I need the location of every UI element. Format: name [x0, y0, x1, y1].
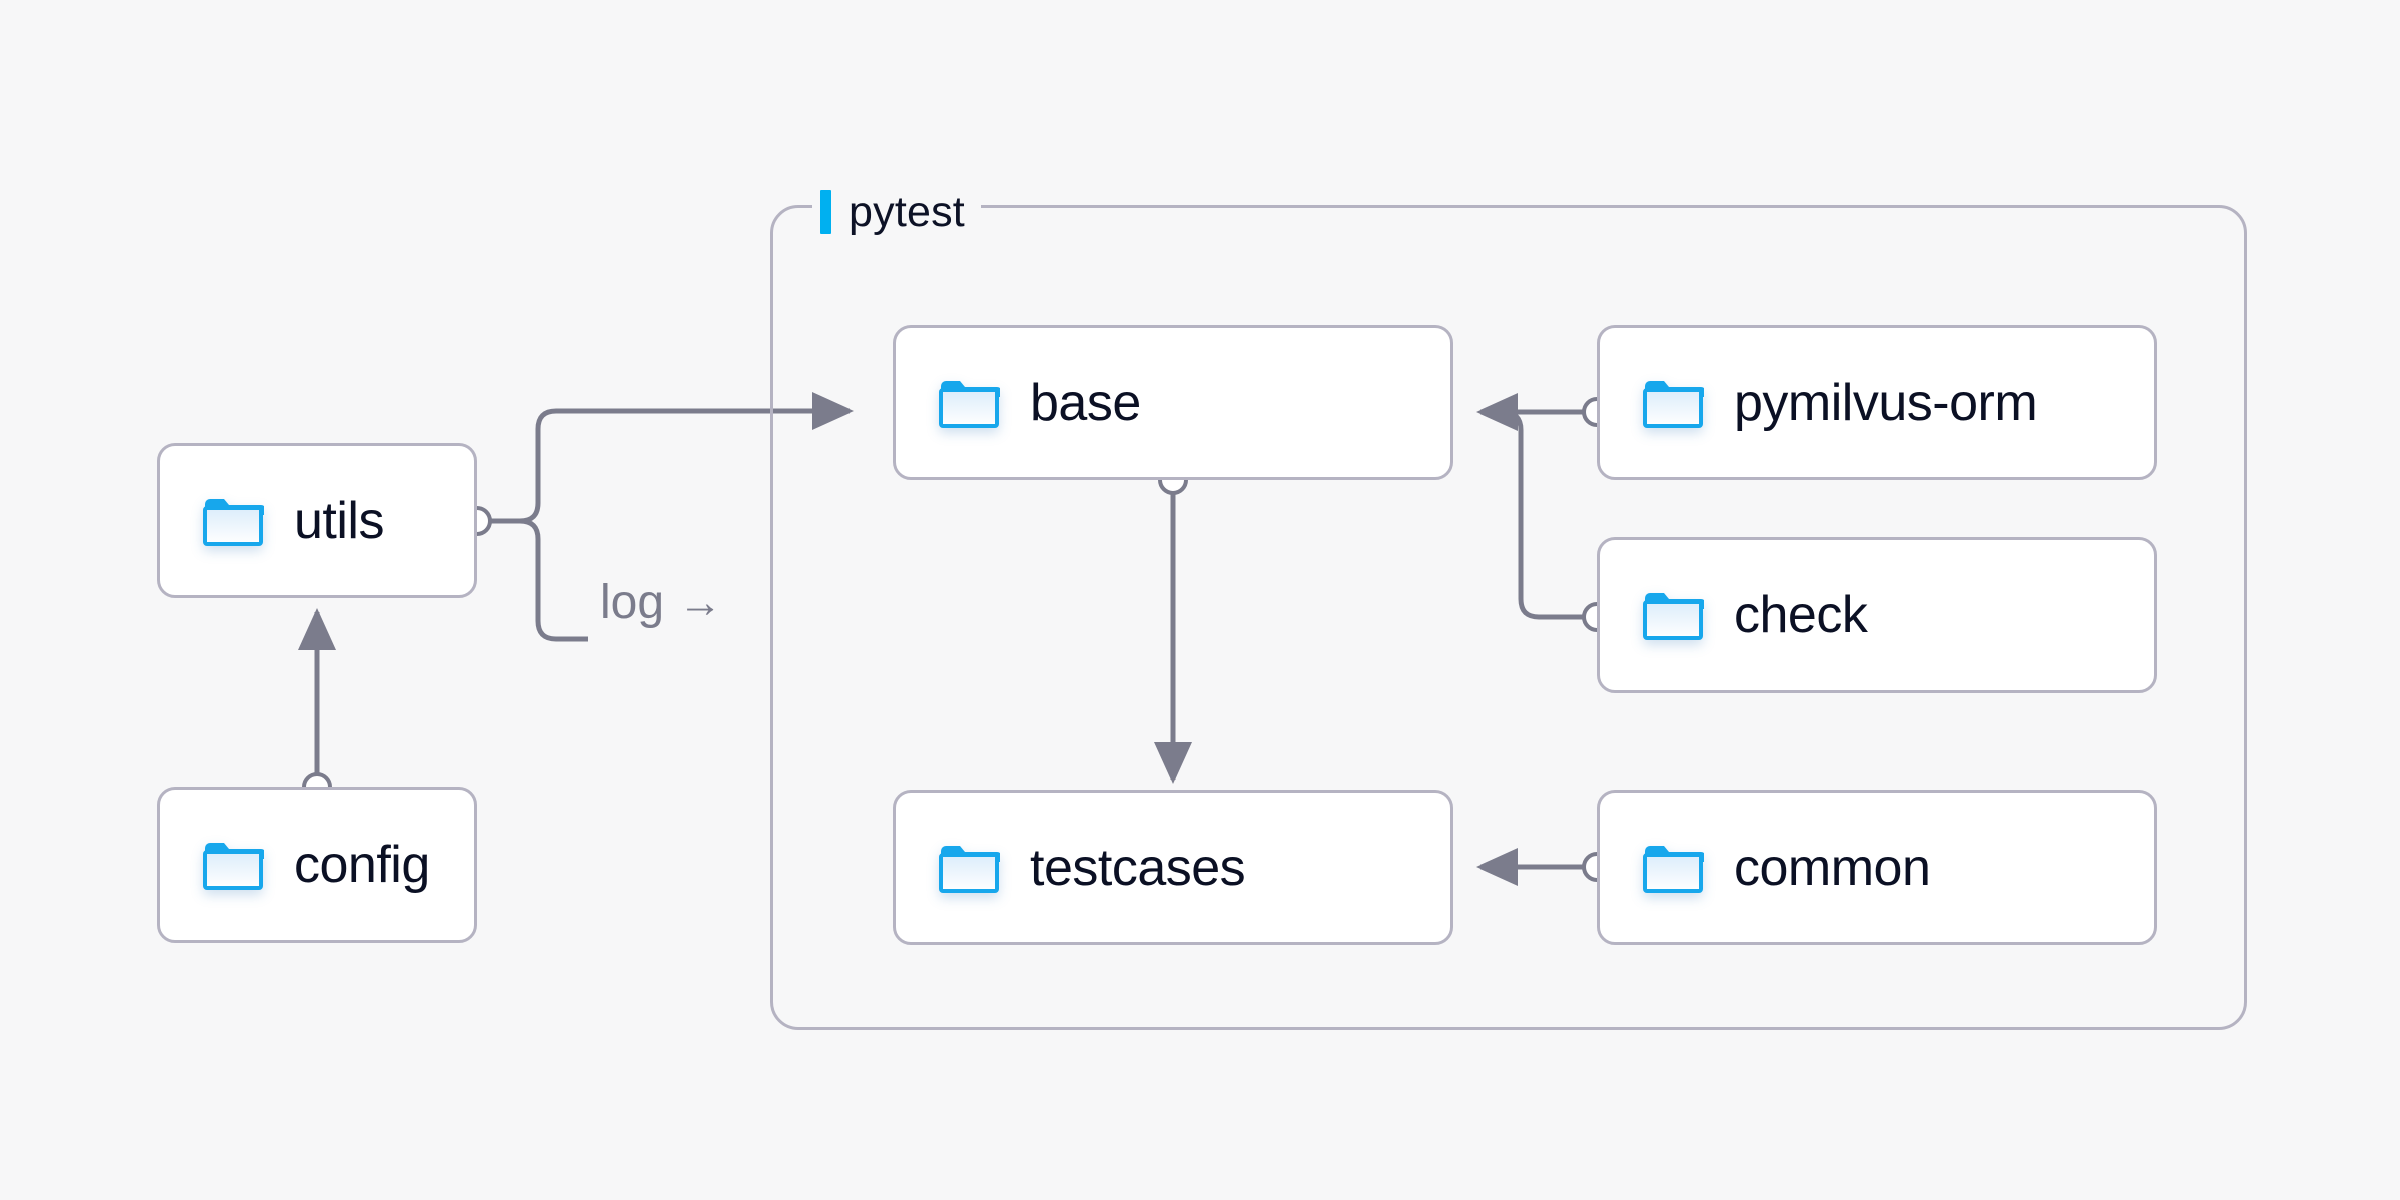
folder-icon: [202, 839, 266, 891]
folder-icon: [202, 495, 266, 547]
node-config[interactable]: config: [157, 787, 477, 943]
group-title-label: pytest: [849, 187, 965, 236]
node-utils[interactable]: utils: [157, 443, 477, 598]
edge-utils-to-pytest-log: [489, 518, 588, 642]
folder-icon: [1642, 377, 1706, 429]
folder-icon: [938, 842, 1002, 894]
node-testcases[interactable]: testcases: [893, 790, 1453, 945]
node-base[interactable]: base: [893, 325, 1453, 480]
pytest-group-title: pytest: [812, 182, 981, 242]
edge-label-log-text: log: [600, 576, 665, 629]
arrow-right-icon: →: [678, 577, 723, 627]
node-pymilvus-orm[interactable]: pymilvus-orm: [1597, 325, 2157, 480]
group-accent-bar: [820, 190, 831, 234]
node-label-utils: utils: [294, 491, 384, 550]
node-label-base: base: [1030, 373, 1141, 432]
node-label-config: config: [294, 836, 430, 894]
node-label-testcases: testcases: [1030, 838, 1246, 897]
pytest-group-container[interactable]: [770, 205, 2247, 1030]
folder-icon: [938, 377, 1002, 429]
node-label-common: common: [1734, 838, 1931, 897]
edge-label-log: log →: [600, 575, 722, 630]
folder-icon: [1642, 842, 1706, 894]
node-common[interactable]: common: [1597, 790, 2157, 945]
node-label-pymilvus-orm: pymilvus-orm: [1734, 373, 2038, 432]
folder-icon: [1642, 589, 1706, 641]
node-check[interactable]: check: [1597, 537, 2157, 693]
node-label-check: check: [1734, 586, 1868, 644]
